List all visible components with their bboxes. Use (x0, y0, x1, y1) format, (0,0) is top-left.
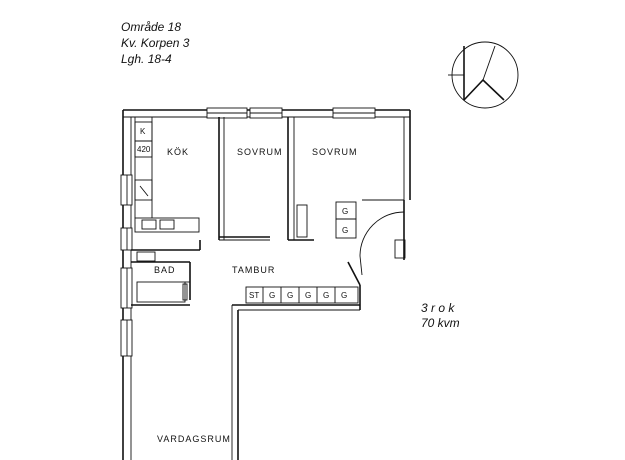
kitchen-counter (134, 117, 200, 233)
header-apartment: Lgh. 18-4 (121, 52, 172, 66)
header-area: Område 18 (121, 20, 181, 34)
storage-g2: G (287, 291, 293, 300)
interior-walls (131, 117, 404, 460)
room-label-bedroom-1: SOVRUM (237, 147, 283, 157)
storage-g4: G (323, 291, 329, 300)
wardrobe-g2: G (342, 226, 348, 235)
room-label-bedroom-2: SOVRUM (312, 147, 358, 157)
floor-area: 70 kvm (421, 316, 460, 330)
hall-storage (245, 286, 359, 304)
outer-walls (120, 107, 411, 460)
north-arrow-icon (448, 41, 519, 109)
bedroom2-wardrobe (296, 201, 357, 239)
storage-g3: G (305, 291, 311, 300)
fridge-label: K (140, 127, 146, 136)
storage-g5: G (341, 291, 347, 300)
stove-label: 420 (137, 145, 151, 154)
bathroom-fixtures (136, 251, 188, 303)
entrance-door (347, 200, 406, 286)
room-label-kitchen: KÖK (167, 147, 189, 157)
room-label-bathroom: BAD (154, 265, 176, 275)
wardrobe-g1: G (342, 207, 348, 216)
room-label-hall: TAMBUR (232, 265, 275, 275)
storage-g1: G (269, 291, 275, 300)
header-block: Kv. Korpen 3 (121, 36, 190, 50)
storage-st: ST (249, 291, 259, 300)
room-label-living: VARDAGSRUM (157, 434, 231, 444)
room-count: 3 r o k (421, 301, 455, 315)
